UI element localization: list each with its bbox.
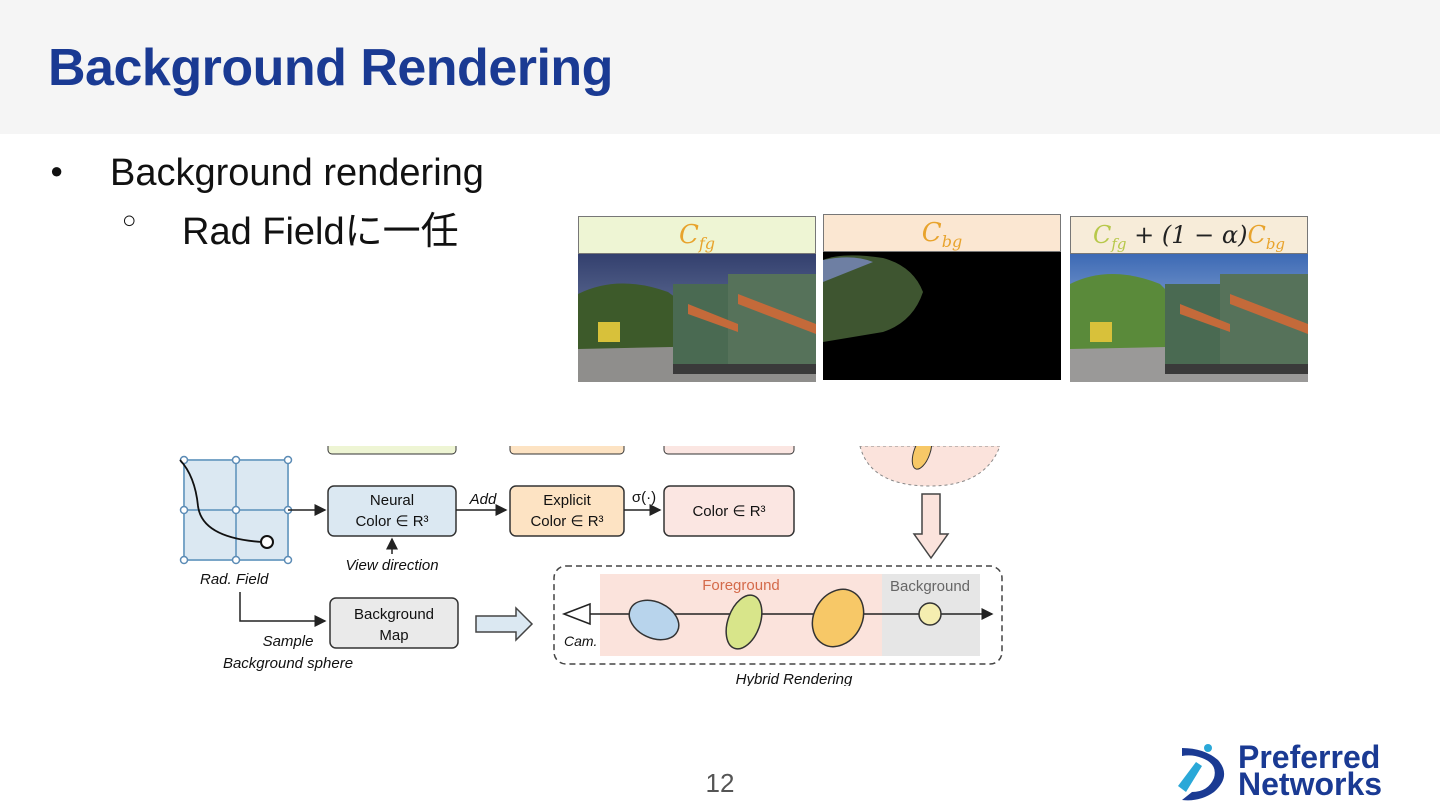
foreground-image: [578, 254, 816, 382]
slide-title: Background Rendering: [48, 39, 613, 97]
background-map-box: [329, 597, 459, 649]
sigma-label: σ(·): [632, 489, 656, 506]
view-direction-label: View direction: [345, 557, 438, 574]
pipeline-diagram: Rad. Field Neural Color ∈ R³ View direct…: [170, 434, 1020, 688]
neural-color-line2: Color ∈ R³: [355, 513, 428, 530]
cropped-box: [663, 435, 795, 455]
camera-icon: [561, 602, 591, 626]
logo-word1: Preferred: [1238, 739, 1381, 775]
add-label: Add: [469, 491, 497, 508]
bullet-text: Background rendering: [110, 152, 484, 194]
composite-panel: Cfg + (1 − α)Cbg: [1070, 216, 1308, 382]
composite-label: Cfg + (1 − α)Cbg: [1070, 216, 1308, 254]
sphere-label: Background sphere: [223, 655, 353, 672]
sample-label: Sample: [263, 633, 314, 650]
explicit-color-box: [509, 485, 625, 537]
title-bar: Background Rendering: [0, 0, 1440, 134]
hybrid-rendering-box: [553, 565, 1003, 665]
cropped-box: [327, 435, 457, 455]
down-arrow-icon: [912, 493, 950, 560]
background-label: Background: [890, 578, 970, 595]
background-image: [823, 252, 1061, 380]
explicit-color-line2: Color ∈ R³: [530, 513, 603, 530]
composite-image: [1070, 254, 1308, 382]
grid-label: Rad. Field: [200, 571, 269, 588]
cbg-label: Cbg: [823, 214, 1061, 252]
rad-field-grid: [179, 455, 293, 565]
page-number: 12: [705, 768, 735, 798]
background-panel: Cbg: [823, 214, 1061, 380]
cam-label: Cam.: [564, 633, 597, 649]
neural-color-box: [327, 485, 457, 537]
foreground-label: Foreground: [702, 577, 780, 594]
foreground-panel: Cfg: [578, 216, 816, 382]
green-ellipse: [725, 594, 763, 650]
sphere-crop: [859, 445, 1001, 487]
filled-bullet-icon: ●: [50, 158, 64, 183]
company-logo: Preferred Networks: [1174, 739, 1424, 802]
orange-ellipse: [811, 588, 865, 648]
hybrid-label: Hybrid Rendering: [736, 671, 853, 686]
logo-word2: Networks: [1238, 766, 1383, 802]
background-map-line1: Background: [354, 606, 434, 623]
cropped-box: [509, 435, 625, 455]
explicit-color-line1: Explicit: [543, 492, 591, 509]
blue-ellipse: [628, 599, 680, 641]
sub-bullet-text: Rad Fieldに一任: [182, 211, 459, 253]
neural-color-line1: Neural: [370, 492, 414, 509]
cfg-label: Cfg: [578, 216, 816, 254]
color-output-label: Color ∈ R³: [692, 503, 765, 520]
color-output-box: [663, 485, 795, 537]
hollow-bullet-icon: ○: [122, 207, 137, 234]
background-map-line2: Map: [379, 627, 408, 644]
right-arrow-icon: [475, 606, 534, 642]
logo-mark-icon: [1178, 744, 1225, 801]
background-point: [918, 602, 942, 626]
